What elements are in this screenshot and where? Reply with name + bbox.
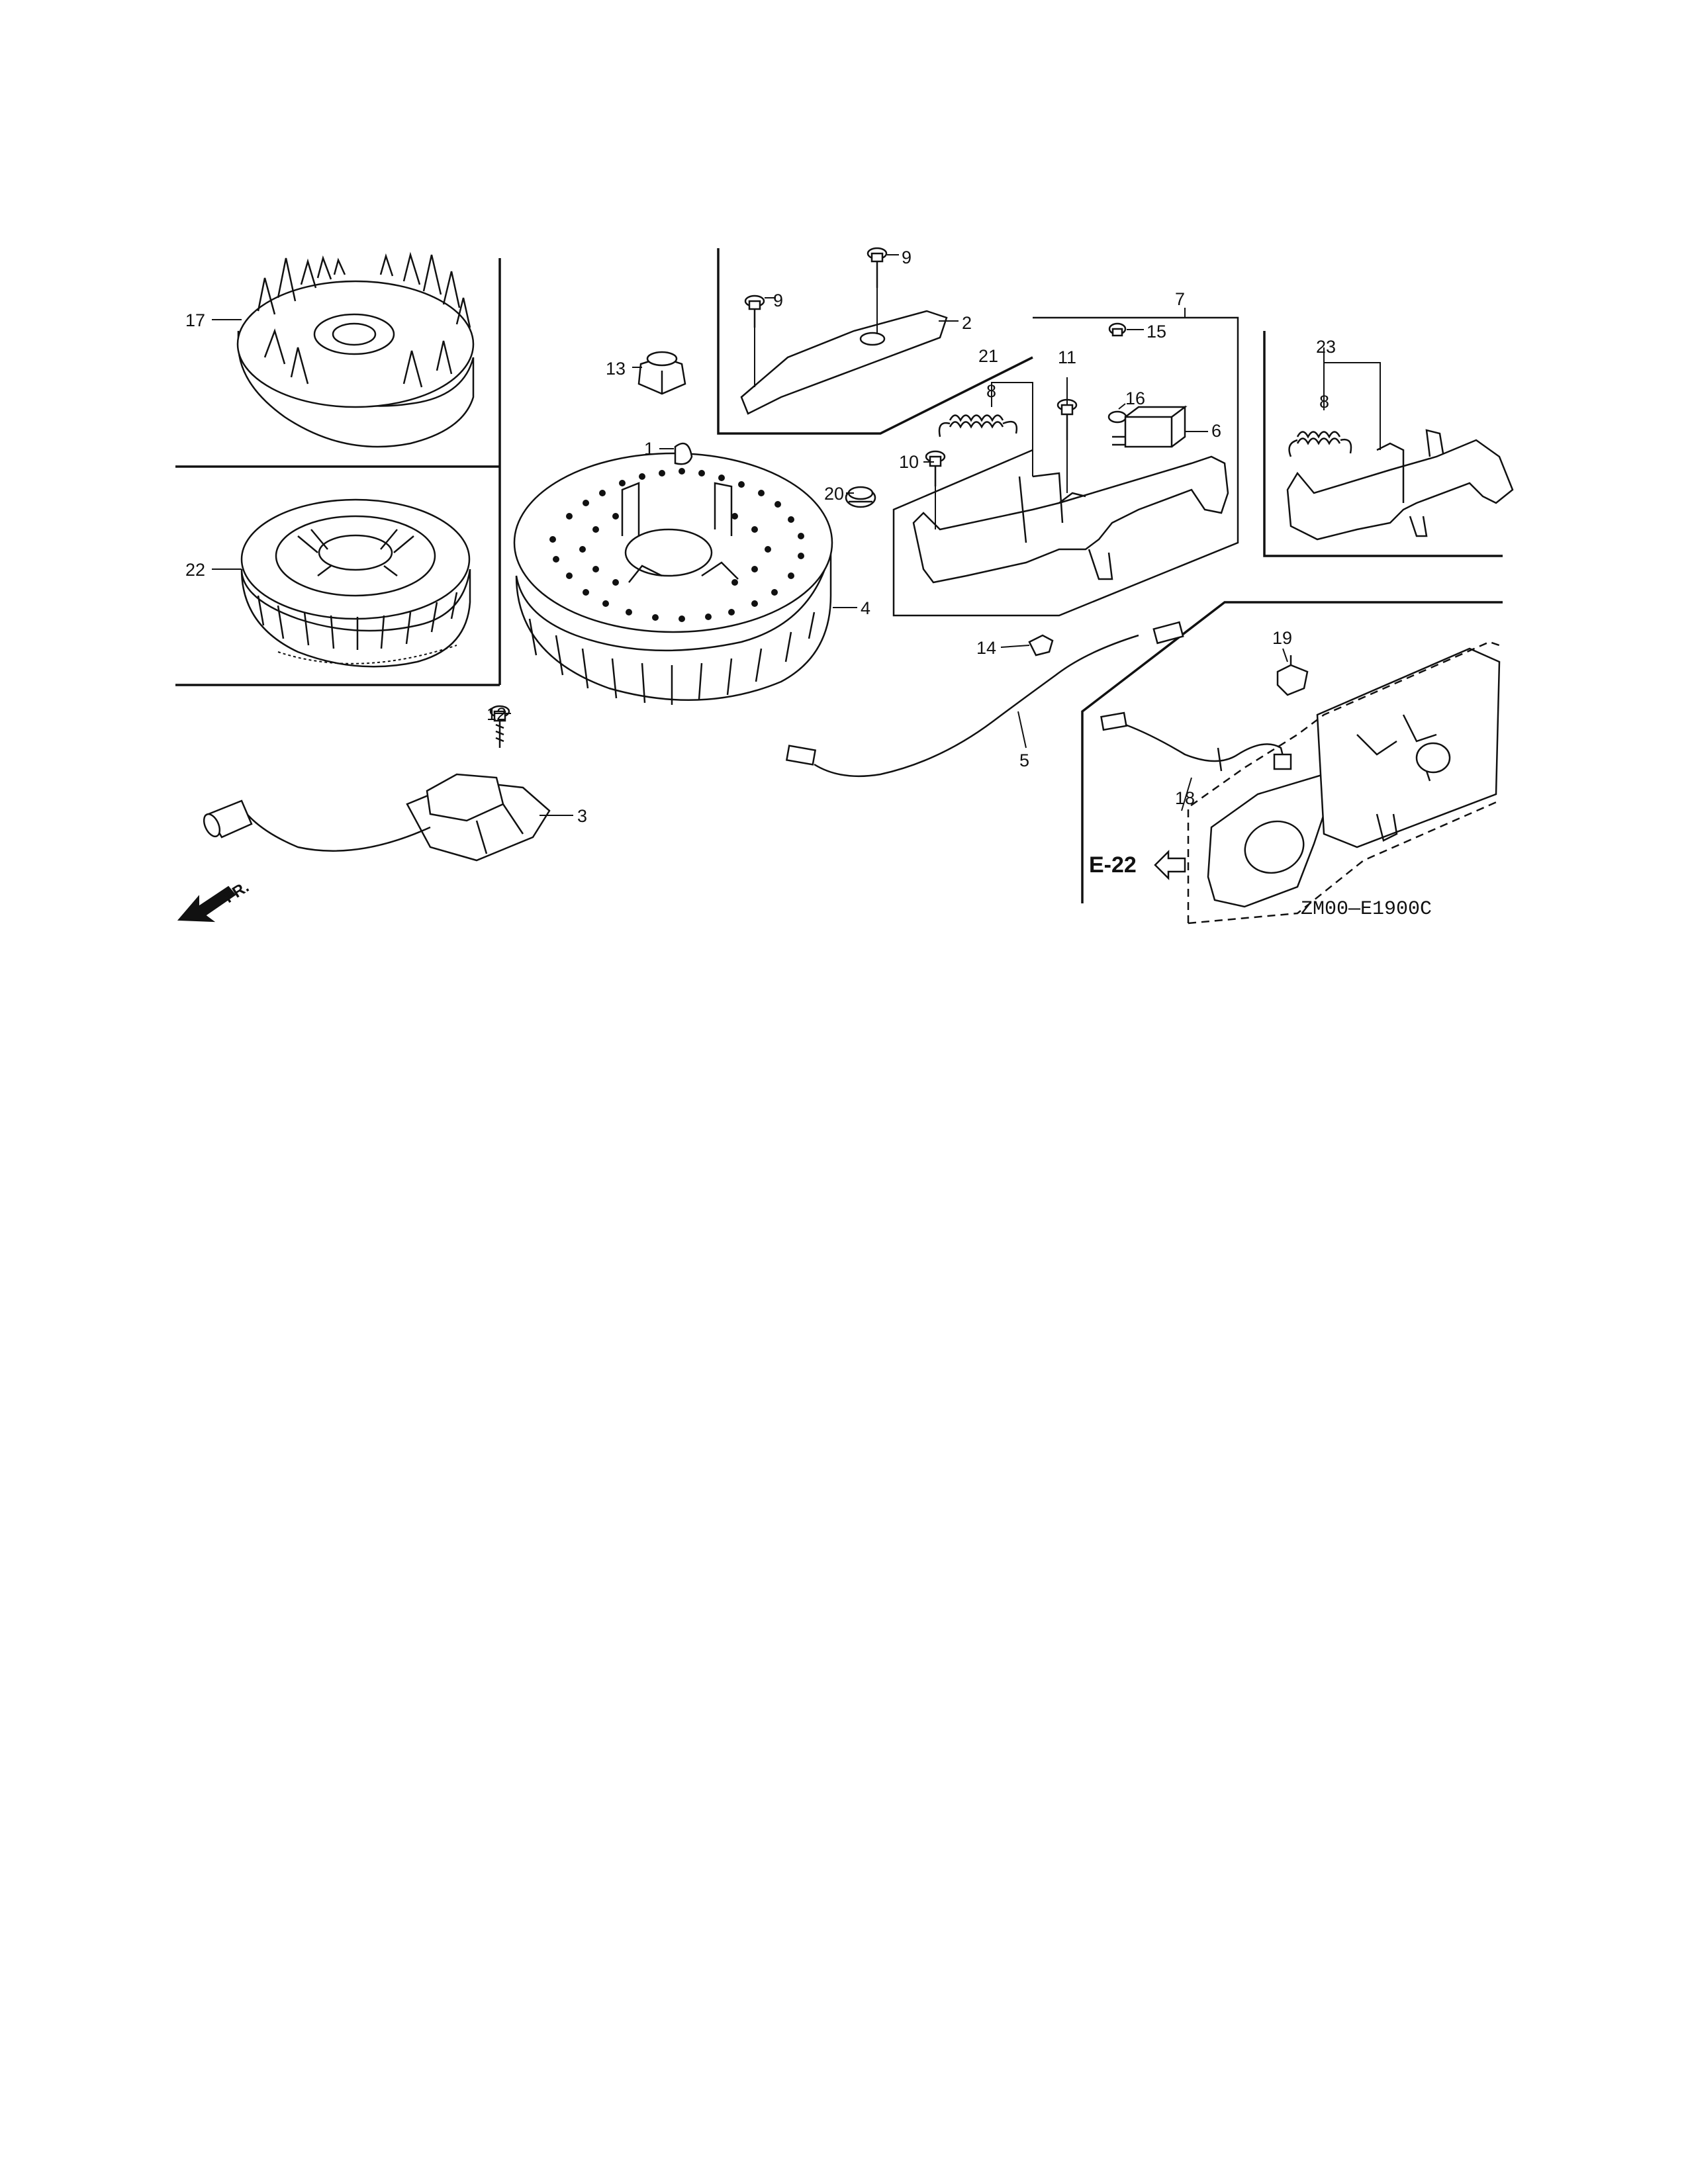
label-17: 17	[185, 310, 205, 330]
label-18: 18	[1175, 788, 1195, 808]
bolt-9-right	[867, 247, 888, 288]
label-12: 12	[487, 704, 506, 724]
wire-clip-19	[1276, 655, 1309, 696]
label-6: 6	[1211, 421, 1221, 441]
front-direction-label: FR.	[221, 878, 252, 907]
wire-clip-14	[1028, 634, 1054, 657]
label-10: 10	[899, 452, 919, 472]
carburetor-plate	[1187, 641, 1501, 925]
bolt-9-left	[744, 295, 765, 328]
woodruff-key-1	[674, 442, 693, 465]
wire-18	[1100, 711, 1292, 772]
label-11: 11	[1058, 347, 1076, 367]
flywheel-4-holes	[549, 468, 804, 622]
control-base-21	[912, 455, 1229, 584]
label-23: 23	[1316, 337, 1336, 357]
label-3: 3	[577, 806, 587, 826]
label-5: 5	[1019, 751, 1029, 770]
diagram-code: ZM00—E1900C	[1301, 898, 1432, 921]
flywheel-nut-13	[637, 351, 686, 395]
label-19: 19	[1272, 628, 1292, 648]
label-15: 15	[1147, 322, 1166, 341]
flywheel-4	[513, 452, 833, 705]
label-21: 21	[978, 346, 998, 366]
bolt-11	[1056, 398, 1078, 440]
front-arrow-icon	[177, 886, 236, 923]
flywheel-17	[236, 251, 475, 448]
label-9-left: 9	[773, 291, 783, 310]
label-2: 2	[962, 313, 972, 333]
label-20: 20	[824, 484, 844, 504]
control-base-21-detail	[1018, 472, 1113, 580]
bracket-plate-2-hole	[859, 332, 886, 346]
page-ref-arrow-icon	[1154, 849, 1186, 881]
grommet-20	[845, 486, 876, 508]
spring-8-right	[1288, 431, 1352, 457]
bolt-10	[925, 450, 946, 486]
spring-8-left	[938, 414, 1018, 437]
control-base-23-detail	[1376, 429, 1444, 537]
bracket-plate-2	[740, 310, 948, 415]
label-8-right: 8	[1319, 392, 1329, 412]
stop-wire-5	[785, 621, 1184, 778]
label-16: 16	[1125, 388, 1145, 408]
control-base-23	[1286, 439, 1514, 541]
switch-6	[1107, 405, 1188, 448]
label-7: 7	[1175, 289, 1185, 309]
label-22: 22	[185, 560, 205, 580]
label-1: 1	[644, 439, 654, 459]
panel-borders	[175, 248, 1503, 903]
label-8-left: 8	[986, 381, 996, 401]
flywheel-22	[240, 498, 471, 668]
page-ref-label: E-22	[1089, 852, 1137, 878]
label-9-right: 9	[902, 248, 912, 267]
label-14: 14	[976, 638, 996, 658]
label-13: 13	[606, 359, 626, 379]
bolt-15	[1108, 322, 1127, 337]
ignition-coil-3	[203, 773, 551, 862]
label-4: 4	[861, 598, 870, 618]
leader-lines	[212, 254, 1381, 816]
part-labels: 9 9 2 7 13 21 11 15 23 8 16 6 8 17 1 10 …	[185, 248, 1336, 826]
